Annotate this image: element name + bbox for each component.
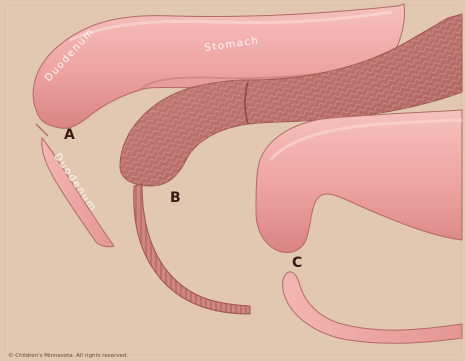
copyright-text: © Children's Minnesota. All rights reser… [8, 352, 128, 359]
marker-a: A [64, 127, 75, 143]
marker-c: C [292, 255, 302, 271]
marker-b: B [170, 190, 181, 206]
